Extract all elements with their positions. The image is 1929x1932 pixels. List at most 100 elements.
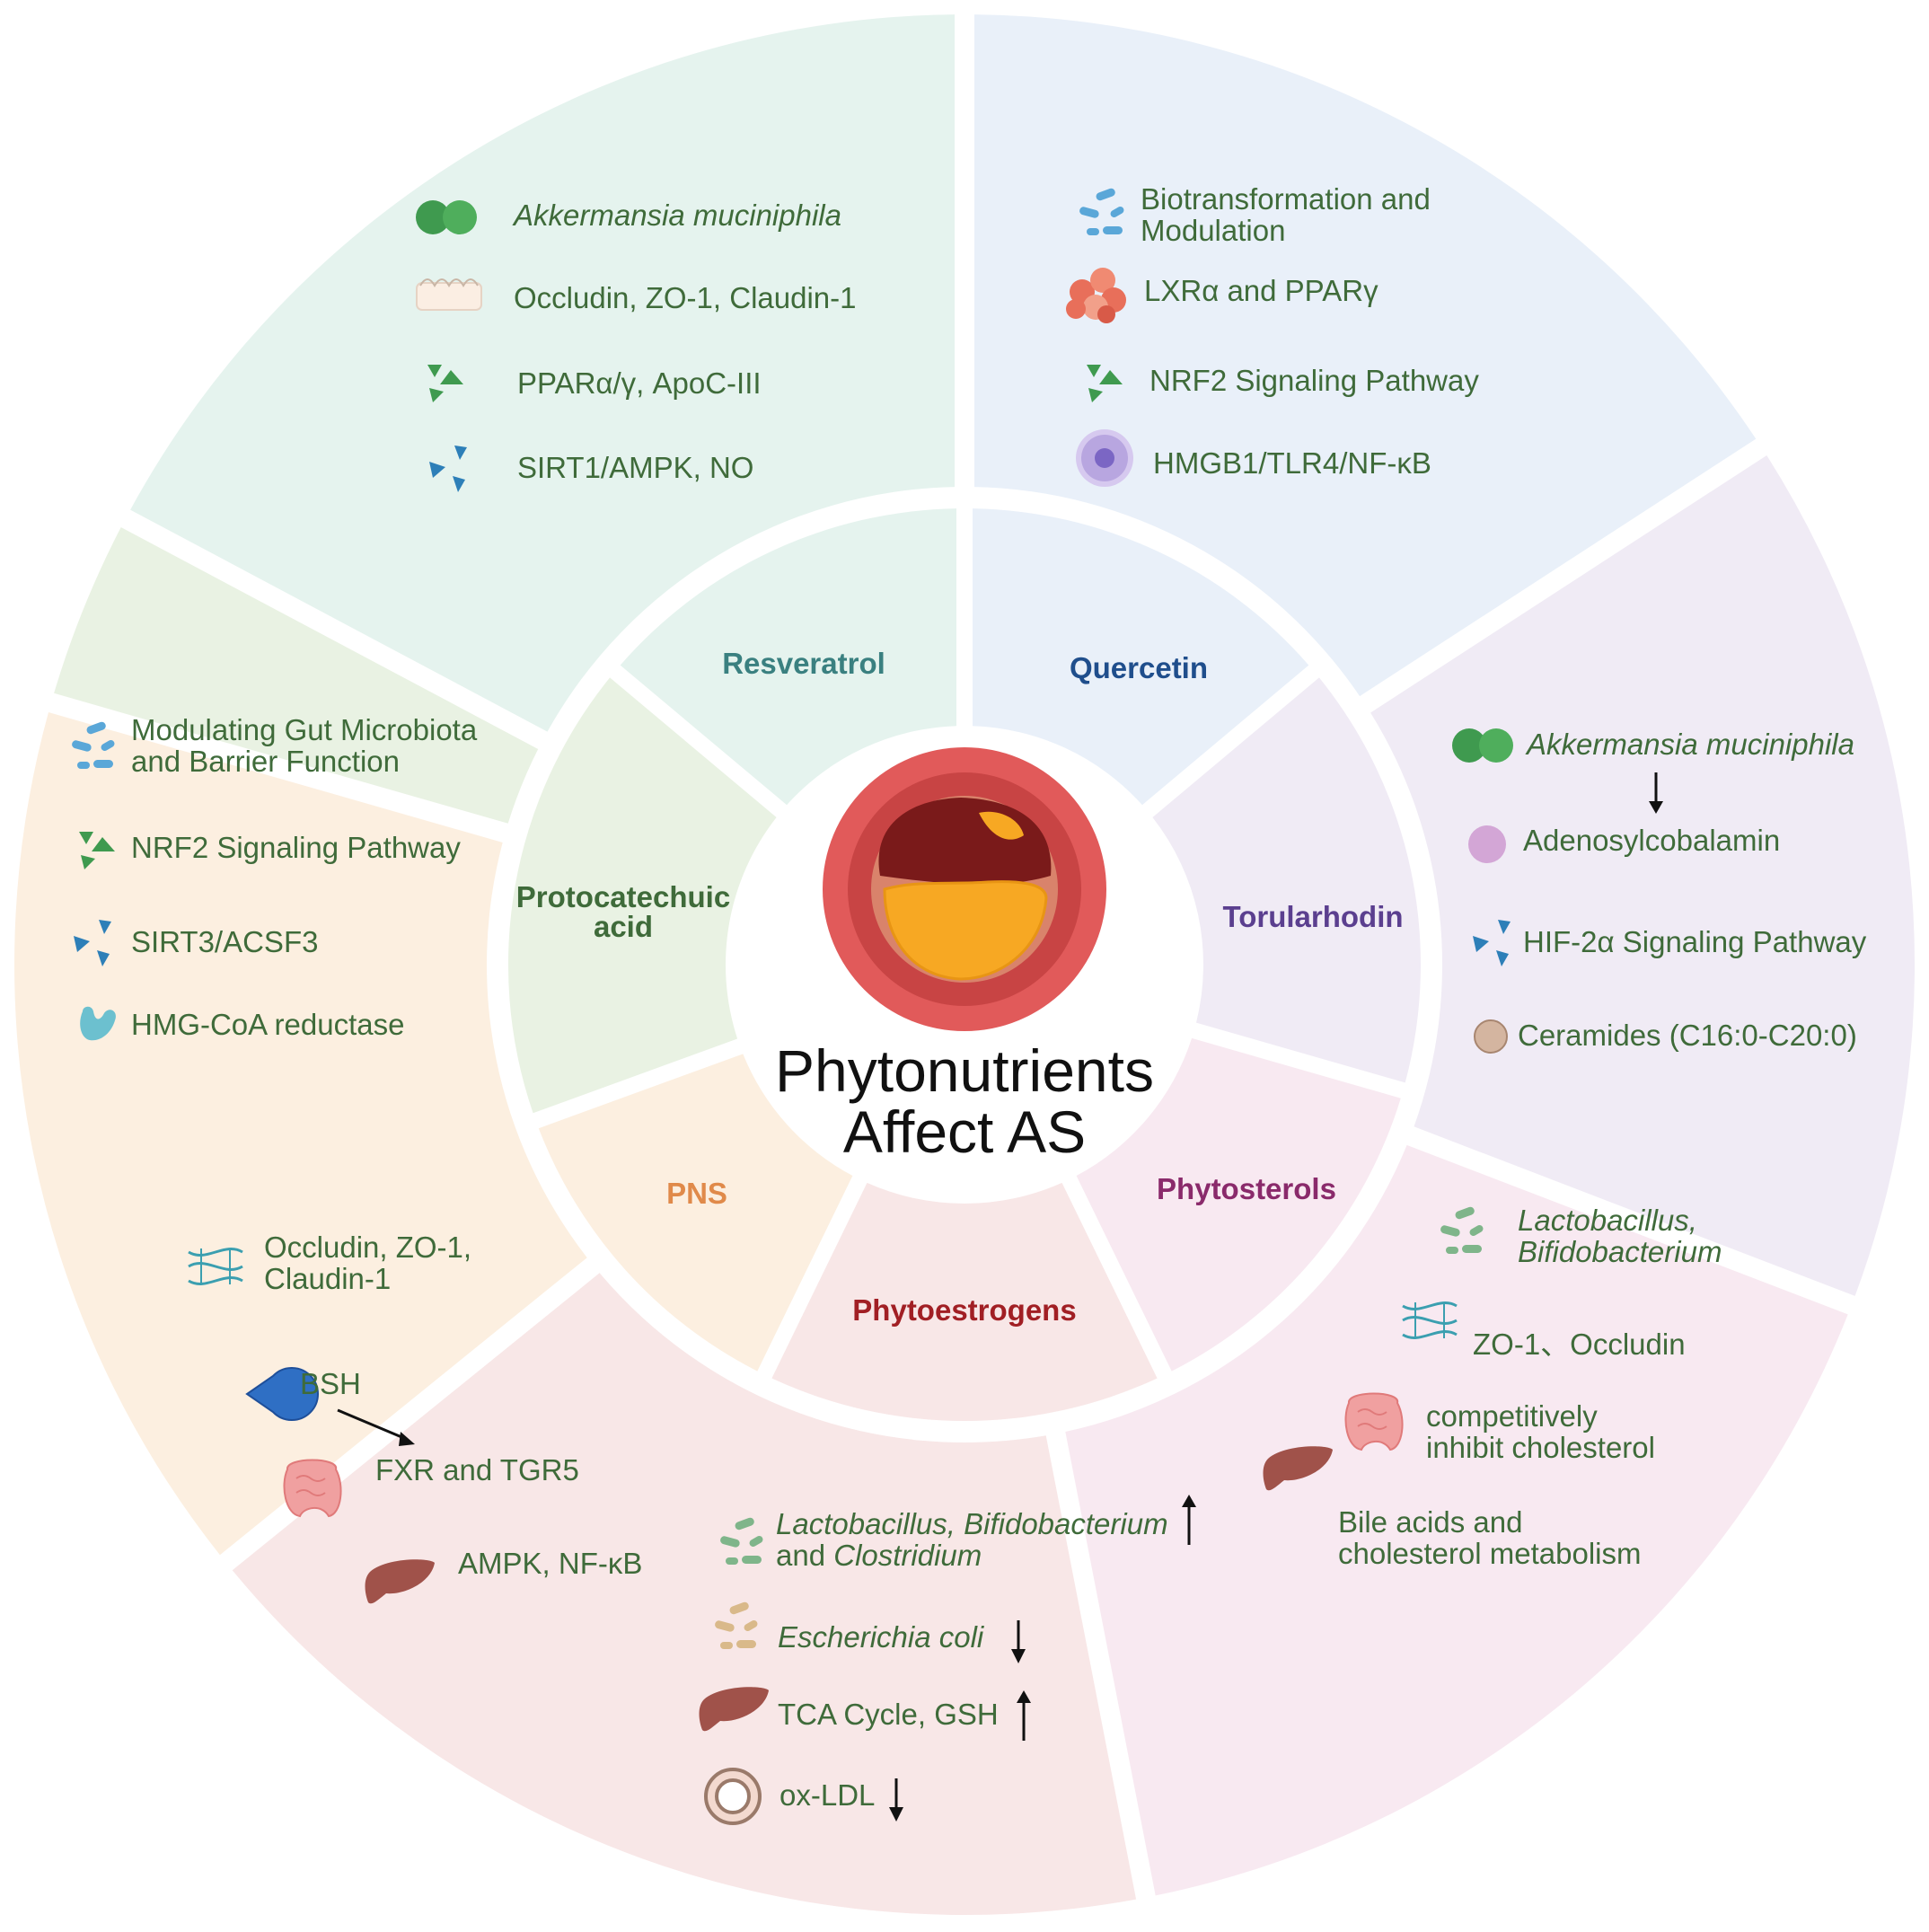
green-triangles-icon xyxy=(1087,365,1123,402)
sector-phytoestrogens-outer xyxy=(232,1273,1137,1916)
down-arrow-icon xyxy=(889,1778,903,1822)
tan-sphere-icon xyxy=(1474,1019,1508,1054)
sector-protocatechuic-outer xyxy=(54,527,539,824)
enzyme-icon xyxy=(80,1006,116,1041)
tight-junction-icon xyxy=(188,1248,243,1285)
item-text: Claudin-1 xyxy=(264,1262,391,1295)
item-text: HIF-2α Signaling Pathway xyxy=(1523,925,1867,958)
green-triangles-icon xyxy=(427,365,463,402)
item-text: and Barrier Function xyxy=(131,745,400,778)
sector-backgrounds xyxy=(14,14,1916,1916)
item-text: PPARα/γ, ApoC-III xyxy=(517,366,762,400)
tight-junction-icon xyxy=(1402,1301,1458,1339)
item-text: SIRT1/AMPK, NO xyxy=(517,451,753,484)
item-text: inhibit cholesterol xyxy=(1426,1431,1655,1464)
item-text: Akkermansia muciniphila xyxy=(1525,728,1854,761)
liver-icon xyxy=(1263,1446,1333,1491)
pns-items: Occludin, ZO-1, Claudin-1 BSH FXR and TG… xyxy=(188,1231,642,1604)
ox-ldl-icon xyxy=(704,1768,762,1825)
item-text: cholesterol metabolism xyxy=(1338,1537,1641,1570)
sector-quercetin-outer xyxy=(974,14,1757,697)
quercetin-items: Biotransformation and Modulation LXRα an… xyxy=(1066,182,1479,487)
item-text: ox-LDL xyxy=(780,1778,875,1812)
item-text: NRF2 Signaling Pathway xyxy=(131,831,461,864)
inner-labels: Resveratrol Quercetin Torularhodin Phyto… xyxy=(516,647,1404,1327)
center-title-line1: Phytonutrients xyxy=(775,1037,1154,1104)
item-text: Biotransformation and xyxy=(1141,182,1431,216)
blue-triangles-icon xyxy=(1473,920,1511,966)
liver-icon xyxy=(365,1559,435,1604)
phytoestrogens-items: Lactobacillus, Bifidobacterium and Clost… xyxy=(699,1495,1196,1825)
phytosterols-items: Lactobacillus, Bifidobacterium ZO-1、Occl… xyxy=(1263,1204,1722,1570)
artery-cross-section-icon xyxy=(823,747,1106,1031)
item-text: Bifidobacterium xyxy=(1518,1235,1722,1268)
item-text: Adenosylcobalamin xyxy=(1523,824,1780,857)
item-text: Lactobacillus, xyxy=(1518,1204,1697,1237)
center-title-line2: Affect AS xyxy=(843,1098,1086,1165)
label-protocatechuic-line1: Protocatechuic xyxy=(516,880,730,913)
torularhodin-items: Akkermansia muciniphila Adenosylcobalami… xyxy=(1452,728,1867,1054)
item-text: ZO-1、Occludin xyxy=(1473,1328,1686,1361)
item-text: and Clostridium xyxy=(776,1539,982,1572)
blue-triangles-icon xyxy=(74,920,111,966)
cell-cluster-icon xyxy=(1066,268,1126,323)
bacteria-tan-icon xyxy=(715,1601,758,1649)
sector-pns-outer xyxy=(14,712,587,1556)
sector-pns-inner xyxy=(538,1054,853,1372)
item-text: BSH xyxy=(300,1367,361,1400)
item-text: FXR and TGR5 xyxy=(375,1453,579,1486)
item-text: Occludin, ZO-1, xyxy=(264,1231,471,1264)
liver-icon xyxy=(699,1687,769,1732)
sector-resveratrol-inner xyxy=(620,508,956,806)
item-text: Escherichia coli xyxy=(778,1620,985,1654)
item-text: Bile acids and xyxy=(1338,1505,1522,1539)
down-arrow-icon xyxy=(1011,1620,1026,1663)
label-torularhodin: Torularhodin xyxy=(1222,900,1403,933)
bacteria-green-icon xyxy=(1440,1206,1484,1254)
tight-junction-icon xyxy=(416,278,482,311)
item-text: AMPK, NF-κB xyxy=(458,1547,642,1580)
item-text: Ceramides (C16:0-C20:0) xyxy=(1518,1019,1857,1052)
sector-torularhodin-outer xyxy=(1370,455,1916,1296)
item-text: HMGB1/TLR4/NF-κB xyxy=(1153,446,1431,480)
item-text: Lactobacillus, Bifidobacterium xyxy=(776,1507,1168,1540)
blue-triangles-icon xyxy=(429,446,467,492)
item-text: TCA Cycle, GSH xyxy=(778,1698,999,1731)
immune-cell-icon xyxy=(1076,429,1133,487)
protocatechuic-items: Modulating Gut Microbiota and Barrier Fu… xyxy=(72,713,478,1041)
center-hub: Phytonutrients Affect AS xyxy=(727,727,1202,1203)
item-text: NRF2 Signaling Pathway xyxy=(1149,364,1479,397)
item-text: competitively xyxy=(1426,1399,1598,1433)
bacteria-blue-icon xyxy=(72,721,115,769)
label-resveratrol: Resveratrol xyxy=(722,647,885,680)
arrow-icon xyxy=(337,1408,415,1446)
item-text: Akkermansia muciniphila xyxy=(512,198,841,232)
bacteria-blue-icon xyxy=(1079,188,1124,235)
sector-quercetin-inner xyxy=(973,508,1309,806)
intestine-icon xyxy=(283,1459,342,1518)
item-text: SIRT3/ACSF3 xyxy=(131,925,318,958)
label-phytosterols: Phytosterols xyxy=(1157,1172,1336,1205)
sector-phytosterols-inner xyxy=(1076,1037,1401,1372)
label-phytoestrogens: Phytoestrogens xyxy=(852,1293,1076,1327)
sector-torularhodin-inner xyxy=(1152,677,1421,1083)
akkermansia-icon xyxy=(416,200,477,234)
item-text: HMG-CoA reductase xyxy=(131,1008,404,1041)
item-text: LXRα and PPARγ xyxy=(1144,274,1378,307)
sector-phytosterols-outer xyxy=(1065,1144,1848,1896)
label-quercetin: Quercetin xyxy=(1070,651,1208,684)
down-arrow-icon xyxy=(1649,772,1663,814)
item-text-part: and xyxy=(776,1539,833,1572)
up-arrow-icon xyxy=(1017,1690,1031,1741)
bsh-enzyme-icon xyxy=(245,1367,319,1421)
green-triangles-icon xyxy=(79,832,115,869)
sector-phytoestrogens-inner xyxy=(771,1182,1158,1422)
up-arrow-icon xyxy=(1182,1495,1196,1545)
item-text: Modulation xyxy=(1141,214,1285,247)
sector-resveratrol-outer xyxy=(130,14,956,732)
akkermansia-icon xyxy=(1452,728,1513,763)
bacteria-green-icon xyxy=(720,1517,763,1565)
label-protocatechuic-line2: acid xyxy=(594,910,653,943)
